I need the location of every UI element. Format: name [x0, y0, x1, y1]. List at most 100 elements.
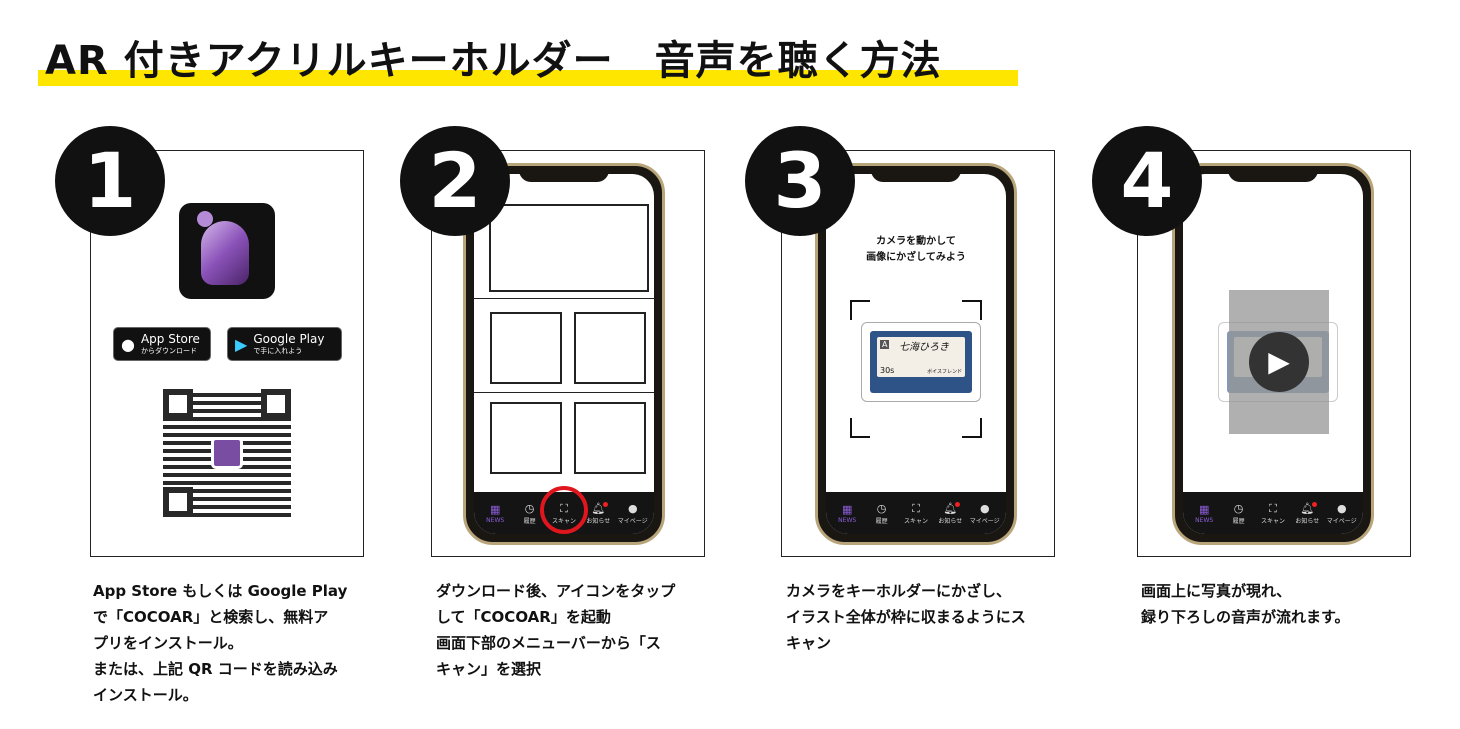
- nav-label: マイページ: [969, 517, 1000, 525]
- scan-frame-corner: [962, 300, 982, 320]
- play-store-icon: ▶: [235, 334, 248, 354]
- cassette-name: 七海ひろき: [899, 342, 949, 353]
- scan-icon: ⛶: [1269, 501, 1277, 515]
- grid-icon: ▦: [489, 502, 501, 516]
- nav-label: スキャン: [1260, 517, 1285, 525]
- user-icon: ●: [1336, 501, 1347, 515]
- scan-highlight-circle: [540, 486, 588, 534]
- nav-scan[interactable]: ⛶ スキャン: [901, 502, 931, 525]
- google-play-subtitle: で手に入れよう: [253, 346, 303, 355]
- bell-icon: 🔔︎: [943, 501, 961, 516]
- nav-notifications[interactable]: 🔔︎お知らせ: [935, 501, 965, 525]
- nav-mypage[interactable]: ● マイページ: [618, 502, 648, 525]
- step-2-description: ダウンロード後、アイコンをタップ して「COCOAR」を起動 画面下部のメニュー…: [436, 578, 711, 682]
- phone-mockup: ▶ ▦NEWS ◷ 履歴 ⛶ スキャン 🔔︎お知らせ ● マイページ: [1172, 163, 1374, 545]
- bottom-nav: ▦NEWS ◷ 履歴 ⛶ スキャン 🔔︎お知らせ ● マイページ: [1183, 492, 1363, 534]
- desc-line: 画面下部のメニューバーから「ス: [436, 634, 661, 652]
- google-play-title: Google Play: [253, 331, 325, 346]
- bell-icon: 🔔︎: [1300, 501, 1318, 516]
- nav-history[interactable]: ◷ 履歴: [1224, 502, 1254, 525]
- nav-mypage[interactable]: ● マイページ: [1327, 502, 1357, 525]
- nav-mypage[interactable]: ● マイページ: [970, 502, 1000, 525]
- scan-frame-corner: [850, 300, 870, 320]
- desc-line: 録り下ろしの音声が流れます。: [1141, 608, 1350, 626]
- nav-label: NEWS: [838, 516, 857, 524]
- scan-prompt: カメラを動かして 画像にかざしてみよう: [826, 234, 1006, 266]
- app-store-title: App Store: [140, 331, 200, 346]
- step-1-description: App Store もしくは Google Play で「COCOAR」と検索し…: [93, 578, 368, 708]
- cassette-keychain: A 七海ひろき 30s ボイスフレンド: [861, 322, 981, 402]
- nav-notifications[interactable]: 🔔︎お知らせ: [1292, 501, 1322, 525]
- nav-history[interactable]: ◷ 履歴: [515, 502, 545, 525]
- grid-icon: ▦: [841, 502, 853, 516]
- user-icon: ●: [979, 501, 990, 515]
- step-number-4: 4: [1092, 126, 1202, 236]
- step-4-description: 画面上に写真が現れ、 録り下ろしの音声が流れます。: [1141, 578, 1416, 630]
- history-icon: ◷: [1233, 501, 1244, 515]
- history-icon: ◷: [524, 501, 535, 515]
- user-icon: ●: [627, 501, 638, 515]
- nav-notifications[interactable]: 🔔︎お知らせ: [583, 501, 613, 525]
- cassette-side: A: [880, 340, 890, 349]
- desc-line: で「COCOAR」と検索し、無料ア: [93, 608, 329, 626]
- tile-placeholder: [490, 402, 562, 474]
- desc-line: インストール。: [93, 686, 198, 704]
- nav-label: 履歴: [875, 517, 888, 525]
- step-3-description: カメラをキーホルダーにかざし、 イラスト全体が枠に収まるようにス キャン: [786, 578, 1061, 656]
- nav-history[interactable]: ◷ 履歴: [867, 502, 897, 525]
- nav-label: NEWS: [1195, 516, 1214, 524]
- bottom-nav: ▦NEWS ◷ 履歴 ⛶ スキャン 🔔︎お知らせ ● マイページ: [826, 492, 1006, 534]
- desc-line: カメラをキーホルダーにかざし、: [786, 582, 1012, 600]
- desc-line: イラスト全体が枠に収まるようにス: [786, 608, 1026, 626]
- scan-frame-corner: [850, 418, 870, 438]
- step-number-1: 1: [55, 126, 165, 236]
- nav-scan[interactable]: ⛶ スキャン: [1258, 502, 1288, 525]
- phone-mockup: ▦NEWS ◷履歴 ⛶スキャン 🔔︎お知らせ ●マイページ: [463, 163, 665, 545]
- nav-label: マイページ: [1326, 517, 1357, 525]
- nav-news[interactable]: ▦NEWS: [1189, 503, 1219, 524]
- nav-label: お知らせ: [938, 517, 963, 525]
- desc-line: 画面上に写真が現れ、: [1141, 582, 1292, 600]
- nav-label: お知らせ: [586, 517, 611, 525]
- cassette-brand: ボイスフレンド: [927, 369, 962, 375]
- grid-icon: ▦: [1198, 502, 1210, 516]
- nav-news[interactable]: ▦NEWS: [832, 503, 862, 524]
- title-highlight: [38, 70, 1018, 86]
- scan-icon: ⛶: [912, 501, 920, 515]
- nav-label: NEWS: [486, 516, 505, 524]
- nav-label: スキャン: [903, 517, 928, 525]
- desc-line: または、上記 QR コードを読み込み: [93, 660, 338, 678]
- banner-placeholder: [489, 204, 649, 292]
- cassette-length: 30s: [880, 366, 895, 375]
- desc-line: キャン」を選択: [436, 660, 542, 678]
- step-number-2: 2: [400, 126, 510, 236]
- history-icon: ◷: [876, 501, 887, 515]
- tile-placeholder: [574, 312, 646, 384]
- phone-mockup: カメラを動かして 画像にかざしてみよう A 七海ひろき 30s ボイスフレンド …: [815, 163, 1017, 545]
- apple-icon: ●: [121, 334, 135, 354]
- nav-label: 履歴: [523, 517, 536, 525]
- tile-placeholder: [490, 312, 562, 384]
- desc-line: ダウンロード後、アイコンをタップ: [436, 582, 676, 600]
- nav-label: マイページ: [617, 517, 648, 525]
- desc-line: プリをインストール。: [93, 634, 243, 652]
- bell-icon: 🔔︎: [591, 501, 609, 516]
- nav-label: お知らせ: [1295, 517, 1320, 525]
- play-button[interactable]: ▶: [1249, 332, 1309, 392]
- tile-placeholder: [574, 402, 646, 474]
- prompt-line: カメラを動かして: [876, 236, 956, 247]
- nav-label: 履歴: [1232, 517, 1245, 525]
- desc-line: キャン: [786, 634, 832, 652]
- step-number-3: 3: [745, 126, 855, 236]
- scan-frame-corner: [962, 418, 982, 438]
- app-icon: [179, 203, 275, 299]
- prompt-line: 画像にかざしてみよう: [866, 252, 966, 263]
- desc-line: して「COCOAR」を起動: [436, 608, 611, 626]
- page-title: AR 付きアクリルキーホルダー 音声を聴く方法: [45, 38, 942, 84]
- app-store-subtitle: からダウンロード: [140, 346, 197, 355]
- qr-code[interactable]: [163, 389, 291, 517]
- nav-news[interactable]: ▦NEWS: [480, 503, 510, 524]
